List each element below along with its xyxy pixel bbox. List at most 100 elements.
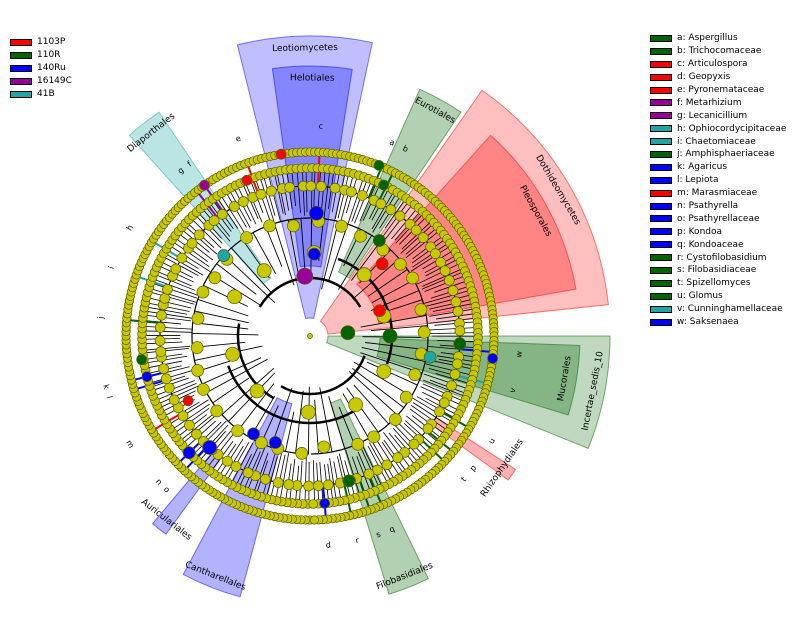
branch-spoke [427, 327, 478, 331]
leaf-letter-label: i [107, 265, 116, 270]
tree-node [452, 358, 463, 370]
taxa-label: u: Glomus [677, 291, 723, 302]
taxa-legend-item: a: Aspergillus [650, 32, 786, 45]
tree-node [309, 515, 319, 525]
taxa-label: m: Marasmiaceae [677, 188, 758, 199]
tree-node [272, 477, 284, 488]
leaf-letter-label: e [234, 134, 242, 144]
clade-highlight [337, 88, 462, 279]
tree-node [242, 467, 254, 478]
branch-spoke [365, 342, 428, 351]
tree-node [452, 306, 464, 317]
branch-spoke [405, 229, 441, 259]
branch-spoke [352, 367, 405, 408]
taxa-swatch [650, 241, 672, 249]
branch-spoke [163, 252, 204, 276]
branch-spoke [426, 293, 473, 307]
branch-spoke [346, 387, 379, 433]
branch-spoke [252, 232, 277, 274]
leaf-letter-label: q [388, 524, 396, 534]
tree-node [346, 186, 357, 198]
leaf-letter-label: r [355, 536, 361, 546]
tree-node [182, 446, 196, 460]
branch-spoke [412, 397, 454, 424]
tree-node [449, 368, 461, 380]
tree-node [202, 440, 217, 455]
taxa-label: t: Spizellomyces [677, 278, 751, 289]
tree-node [315, 181, 327, 192]
group-legend: 1103P 110R 140Ru 16149C 41B [10, 36, 72, 100]
tree-node [308, 499, 318, 509]
branch-spoke [352, 258, 400, 300]
taxa-swatch [650, 73, 672, 81]
tree-node [340, 325, 356, 341]
taxa-legend-item: e: Pyronemataceae [650, 84, 786, 97]
taxa-swatch [650, 189, 672, 197]
branch-spoke [192, 333, 259, 336]
taxa-legend-item: i: Chaetomiaceae [650, 135, 786, 148]
leaf-letter-label: o [162, 485, 172, 495]
branch-spoke [383, 203, 414, 242]
branch-spoke [265, 226, 283, 267]
branch-spoke [370, 325, 428, 332]
branch-spoke [147, 291, 195, 305]
tree-node [269, 436, 282, 449]
tree-node [335, 219, 348, 233]
tree-node [283, 479, 295, 490]
branch-spoke [194, 310, 249, 324]
branch-spoke [267, 173, 281, 222]
leaf-letter-label: a [388, 138, 396, 148]
tree-node [342, 474, 356, 488]
tree-node [241, 174, 253, 186]
tree-node [156, 309, 167, 321]
tree-node [351, 437, 365, 451]
tree-node [154, 335, 166, 347]
branch-spoke [273, 171, 284, 214]
branch-spoke [228, 188, 251, 229]
tree-node [191, 364, 204, 377]
tree-node [184, 419, 195, 431]
tree-node [393, 257, 407, 271]
tree-node [196, 383, 210, 396]
branch-arc [227, 365, 355, 425]
tree-node [399, 390, 413, 404]
taxa-label: a: Aspergillus [677, 33, 738, 44]
tree-node [408, 438, 420, 450]
taxa-label: f: Metarhizium [677, 97, 742, 108]
tree-node [322, 479, 334, 491]
branch-spoke [396, 420, 430, 455]
node-layer [121, 147, 499, 525]
taxa-swatch [650, 60, 672, 68]
taxa-swatch [650, 176, 672, 184]
tree-node [163, 382, 175, 394]
tree-node [260, 473, 271, 485]
taxa-swatch [650, 305, 672, 313]
branch-spoke [212, 377, 250, 404]
branch-spoke [170, 403, 210, 431]
tree-node [385, 204, 397, 216]
clade-label: Leotiomycetes [272, 43, 338, 54]
branch-spoke [429, 332, 478, 335]
branch-spoke [329, 458, 338, 502]
branch-spoke [350, 241, 381, 281]
tree-node [230, 461, 242, 472]
tree-node [381, 459, 393, 471]
branch-spoke [238, 383, 275, 431]
tree-node [303, 480, 315, 492]
tree-node [170, 263, 182, 275]
branch-spoke [429, 308, 476, 317]
branch-spoke [179, 414, 214, 442]
tree-node [382, 328, 398, 344]
group-legend-item: 1103P [10, 36, 72, 49]
tree-node [225, 346, 240, 362]
tree-node [394, 210, 406, 222]
branch-spoke [417, 262, 462, 285]
group-swatch [10, 64, 32, 72]
leaf-letter-label: f [186, 159, 194, 168]
tree-node [275, 148, 287, 160]
leaf-letter-label: c [319, 122, 324, 131]
branch-spoke [295, 390, 304, 454]
tree-node [319, 498, 330, 509]
leaf-letter-label: v [508, 387, 518, 394]
branch-spoke [410, 405, 449, 432]
